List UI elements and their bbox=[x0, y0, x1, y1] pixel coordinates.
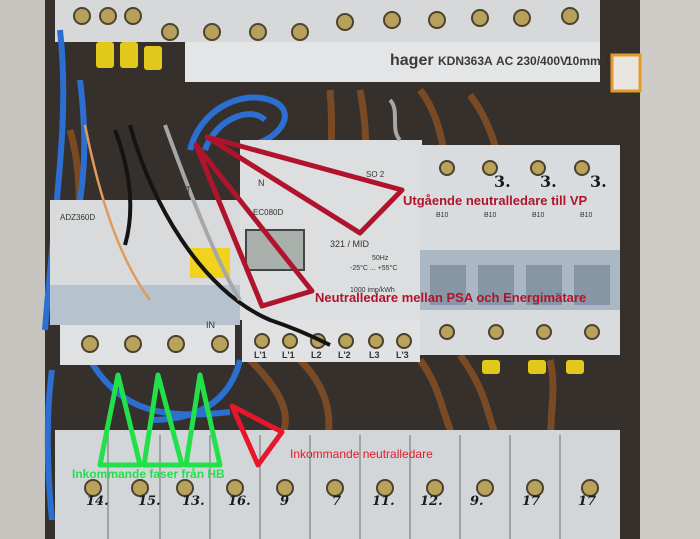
meter-n-label: N bbox=[258, 178, 265, 188]
incoming-neutral-annotation: Inkommande neutralledare bbox=[290, 447, 433, 461]
left-enclosure-wall bbox=[0, 0, 45, 539]
orange-thin-wire bbox=[83, 124, 152, 301]
breaker-marking: B10 bbox=[484, 212, 497, 219]
terminal-number: 9. bbox=[470, 494, 484, 509]
meter-terminal-label: L'1 bbox=[282, 350, 295, 360]
rcd-out-label: OUT bbox=[172, 185, 191, 195]
hager-rail-label-strip bbox=[185, 42, 600, 82]
rcd-model-label: ADZ360D bbox=[60, 213, 96, 222]
meter-terminal-label: L'1 bbox=[254, 350, 267, 360]
incoming-phases-annotation: Inkommande faser från HB bbox=[72, 467, 225, 481]
wago-connector bbox=[610, 53, 642, 93]
outgoing-neutral-arrow bbox=[204, 134, 405, 236]
meter-terminal-screws bbox=[254, 333, 412, 349]
meter-so-label: SO 2 bbox=[366, 170, 385, 179]
meter-bottom-terminals bbox=[242, 320, 420, 362]
handwritten-number: 3. bbox=[494, 172, 511, 191]
meter-terminal-label: L'3 bbox=[396, 350, 409, 360]
terminal-number: 13. bbox=[182, 494, 205, 509]
meter-terminal-label: L'2 bbox=[338, 350, 351, 360]
rcd-terminal-screws bbox=[81, 335, 229, 353]
neutral-psa-annotation: Neutralledare mellan PSA och Energimätar… bbox=[315, 290, 587, 305]
incoming-phases-arrows bbox=[97, 372, 223, 468]
top-breaker-row bbox=[55, 0, 600, 42]
terminal-number: 9 bbox=[280, 494, 290, 509]
outgoing-neutral-annotation: Utgående neutralledare till VP bbox=[403, 193, 588, 208]
meter-model-label: EC080D bbox=[253, 208, 284, 217]
bottom-terminal-dividers bbox=[107, 435, 561, 539]
meter-lcd bbox=[245, 229, 305, 271]
meter-spec-1: 50Hz bbox=[372, 255, 389, 262]
grey-wire bbox=[163, 98, 402, 302]
terminal-number: 17 bbox=[578, 494, 597, 509]
top-terminal-screws bbox=[73, 7, 579, 41]
terminal-number: 11. bbox=[372, 494, 395, 509]
terminal-number: 7 bbox=[332, 494, 342, 509]
terminal-number: 16. bbox=[228, 494, 251, 509]
terminal-number: 15. bbox=[138, 494, 161, 509]
bottom-terminal-screws bbox=[84, 479, 599, 497]
handwritten-number: 3. bbox=[540, 172, 557, 191]
meter-terminal-label: L3 bbox=[369, 350, 380, 360]
meter-spec-2: -25°C ... +55°C bbox=[350, 265, 398, 272]
top-rail-model: KDN363A bbox=[438, 54, 493, 68]
neutral-psa-arrow bbox=[193, 142, 315, 309]
top-rail-wire-size: 10mm² bbox=[566, 54, 605, 68]
terminal-number: 14. bbox=[86, 494, 109, 509]
meter-terminal-label: L2 bbox=[311, 350, 322, 360]
breaker-marking: B10 bbox=[580, 212, 593, 219]
handwritten-number: 3. bbox=[590, 172, 607, 191]
yellow-ferrules bbox=[96, 42, 584, 374]
terminal-number: 12. bbox=[420, 494, 443, 509]
rcd-in-label: IN bbox=[206, 320, 215, 330]
meter-spec-3: 1000 imp/kWh bbox=[350, 287, 395, 294]
right-enclosure-wall bbox=[640, 0, 700, 539]
terminal-number: 17 bbox=[522, 494, 541, 509]
breaker-marking: B10 bbox=[532, 212, 545, 219]
top-rail-rating: AC 230/400V bbox=[496, 54, 569, 68]
black-wire bbox=[113, 124, 331, 347]
meter-mid-label: 321 / MID bbox=[330, 239, 370, 249]
breaker-marking: B10 bbox=[436, 212, 449, 219]
mcb-row bbox=[420, 145, 620, 355]
top-rail-brand: hager bbox=[390, 52, 434, 69]
incoming-neutral-arrow bbox=[229, 403, 285, 468]
